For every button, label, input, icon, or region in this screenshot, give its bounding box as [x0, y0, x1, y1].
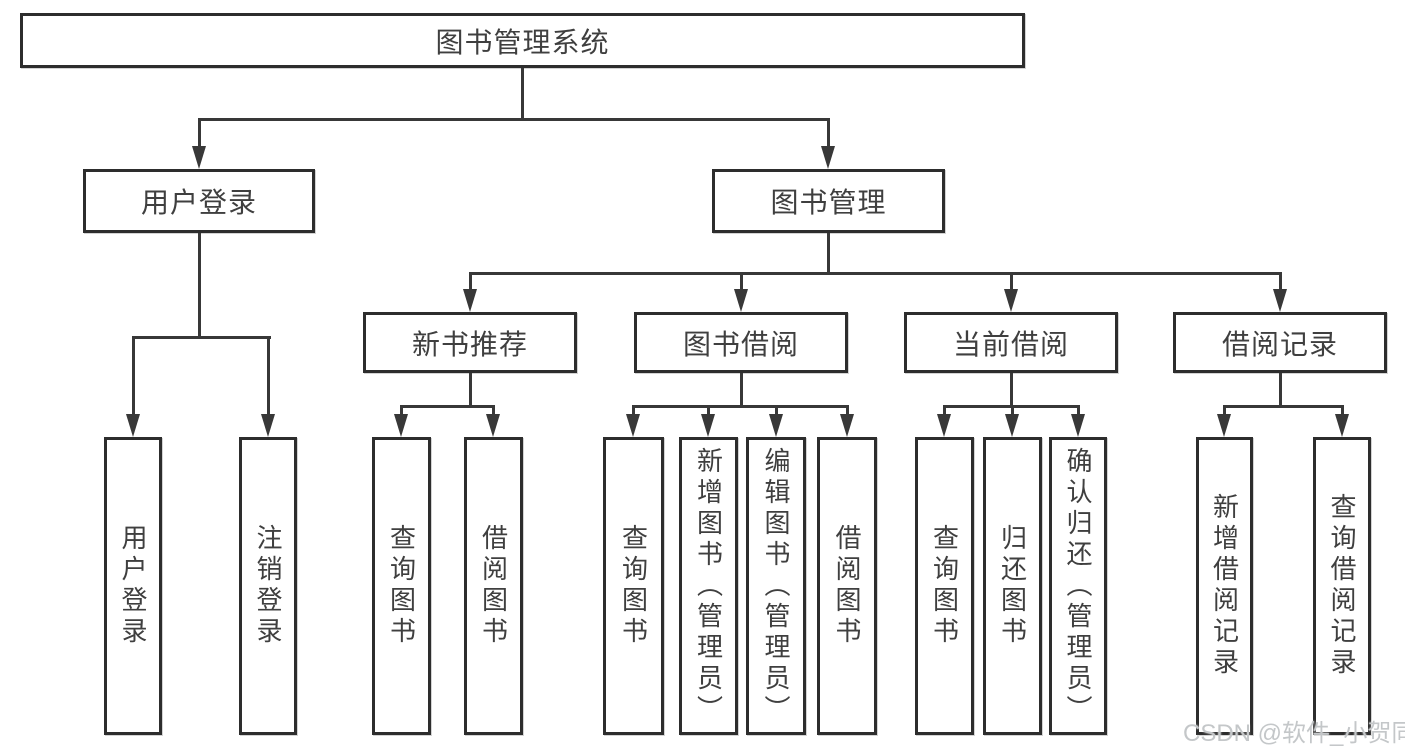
- connector-vline: [469, 373, 472, 405]
- connector-hline: [400, 405, 495, 408]
- connector-vline: [846, 405, 849, 417]
- arrow-down-icon: [1005, 414, 1019, 437]
- leaf-query-books-current-label: 查询图书: [929, 524, 960, 648]
- connector-vline: [1011, 405, 1014, 417]
- connector-vline: [1223, 405, 1226, 417]
- leaf-return-book-label: 归还图书: [997, 524, 1028, 648]
- arrow-down-icon: [486, 414, 500, 437]
- arrow-down-icon: [937, 414, 951, 437]
- connector-vline: [943, 405, 946, 417]
- connector-vline: [1010, 272, 1013, 292]
- connector-vline: [469, 272, 472, 292]
- leaf-borrow-books-recommend-label: 借阅图书: [478, 524, 509, 648]
- connector-vline: [400, 405, 403, 417]
- arrow-down-icon: [626, 414, 640, 437]
- connector-hline: [132, 336, 271, 339]
- leaf-confirm-return-admin-label: 确认归还（管理员）: [1063, 446, 1093, 726]
- arrow-down-icon: [701, 414, 715, 437]
- arrow-down-icon: [394, 414, 408, 437]
- leaf-user-login-label: 用户登录: [118, 524, 148, 648]
- connector-vline: [198, 233, 201, 336]
- node-borrowing-records-label: 借阅记录: [1221, 328, 1338, 360]
- node-current-borrowing: 当前借阅: [904, 312, 1118, 373]
- leaf-add-borrow-record-label: 新增借阅记录: [1209, 493, 1240, 679]
- connector-vline: [632, 405, 635, 417]
- leaf-add-book-admin-label: 新增图书（管理员）: [693, 446, 724, 726]
- connector-vline: [132, 336, 135, 418]
- arrow-down-icon: [734, 289, 748, 312]
- connector-vline: [740, 373, 743, 405]
- arrow-down-icon: [1273, 289, 1287, 312]
- leaf-borrow-books-recommend: 借阅图书: [464, 437, 523, 735]
- connector-vline: [267, 336, 270, 418]
- connector-vline: [1010, 373, 1013, 405]
- arrow-down-icon: [126, 414, 140, 437]
- node-borrowing-records: 借阅记录: [1173, 312, 1387, 373]
- connector-vline: [1341, 405, 1344, 417]
- leaf-borrow-books-borrowing-label: 借阅图书: [832, 524, 862, 648]
- leaf-edit-book-admin: 编辑图书（管理员）: [746, 437, 806, 735]
- connector-vline: [1279, 373, 1282, 405]
- node-library-system: 图书管理系统: [20, 13, 1025, 68]
- arrow-down-icon: [1071, 414, 1085, 437]
- arrow-down-icon: [769, 414, 783, 437]
- connector-hline: [632, 405, 849, 408]
- connector-hline: [198, 118, 830, 121]
- node-book-management-label: 图书管理: [770, 187, 887, 218]
- leaf-query-books-current: 查询图书: [915, 437, 974, 735]
- connector-vline: [1279, 272, 1282, 292]
- node-user-login: 用户登录: [83, 169, 315, 233]
- leaf-edit-book-admin-label: 编辑图书（管理员）: [761, 446, 791, 726]
- node-new-book-recommend-label: 新书推荐: [411, 328, 528, 360]
- leaf-return-book: 归还图书: [983, 437, 1042, 735]
- node-book-borrowing: 图书借阅: [634, 312, 848, 373]
- connector-vline: [827, 233, 830, 272]
- connector-vline: [775, 405, 778, 417]
- connector-hline: [469, 272, 1282, 275]
- leaf-user-login: 用户登录: [104, 437, 162, 735]
- leaf-query-borrow-record: 查询借阅记录: [1313, 437, 1371, 735]
- connector-hline: [1223, 405, 1344, 408]
- arrow-down-icon: [192, 146, 206, 169]
- connector-vline: [492, 405, 495, 417]
- leaf-query-borrow-record-label: 查询借阅记录: [1327, 493, 1357, 679]
- leaf-query-books-borrowing-label: 查询图书: [618, 524, 649, 648]
- connector-vline: [827, 118, 830, 150]
- leaf-confirm-return-admin: 确认归还（管理员）: [1049, 437, 1107, 735]
- leaf-query-books-recommend-label: 查询图书: [386, 524, 417, 648]
- leaf-query-books-borrowing: 查询图书: [603, 437, 664, 735]
- leaf-add-book-admin: 新增图书（管理员）: [679, 437, 738, 735]
- arrow-down-icon: [840, 414, 854, 437]
- arrow-down-icon: [463, 289, 477, 312]
- connector-vline: [198, 118, 201, 150]
- leaf-logout-label: 注销登录: [253, 524, 283, 648]
- arrow-down-icon: [1004, 289, 1018, 312]
- node-book-management: 图书管理: [712, 169, 945, 233]
- leaf-query-books-recommend: 查询图书: [372, 437, 431, 735]
- csdn-watermark: CSDN @软件_小贺同学: [1183, 720, 1405, 747]
- node-library-system-label: 图书管理系统: [435, 26, 610, 58]
- node-user-login-label: 用户登录: [140, 187, 257, 218]
- connector-vline: [1077, 405, 1080, 417]
- node-new-book-recommend: 新书推荐: [363, 312, 577, 373]
- arrow-down-icon: [261, 414, 275, 437]
- arrow-down-icon: [821, 146, 835, 169]
- node-book-borrowing-label: 图书借阅: [682, 328, 799, 360]
- arrow-down-icon: [1217, 414, 1231, 437]
- leaf-add-borrow-record: 新增借阅记录: [1196, 437, 1253, 735]
- leaf-logout: 注销登录: [239, 437, 297, 735]
- leaf-borrow-books-borrowing: 借阅图书: [817, 437, 877, 735]
- arrow-down-icon: [1335, 414, 1349, 437]
- connector-vline: [707, 405, 710, 417]
- node-current-borrowing-label: 当前借阅: [952, 328, 1069, 360]
- connector-vline: [521, 68, 524, 118]
- connector-vline: [740, 272, 743, 292]
